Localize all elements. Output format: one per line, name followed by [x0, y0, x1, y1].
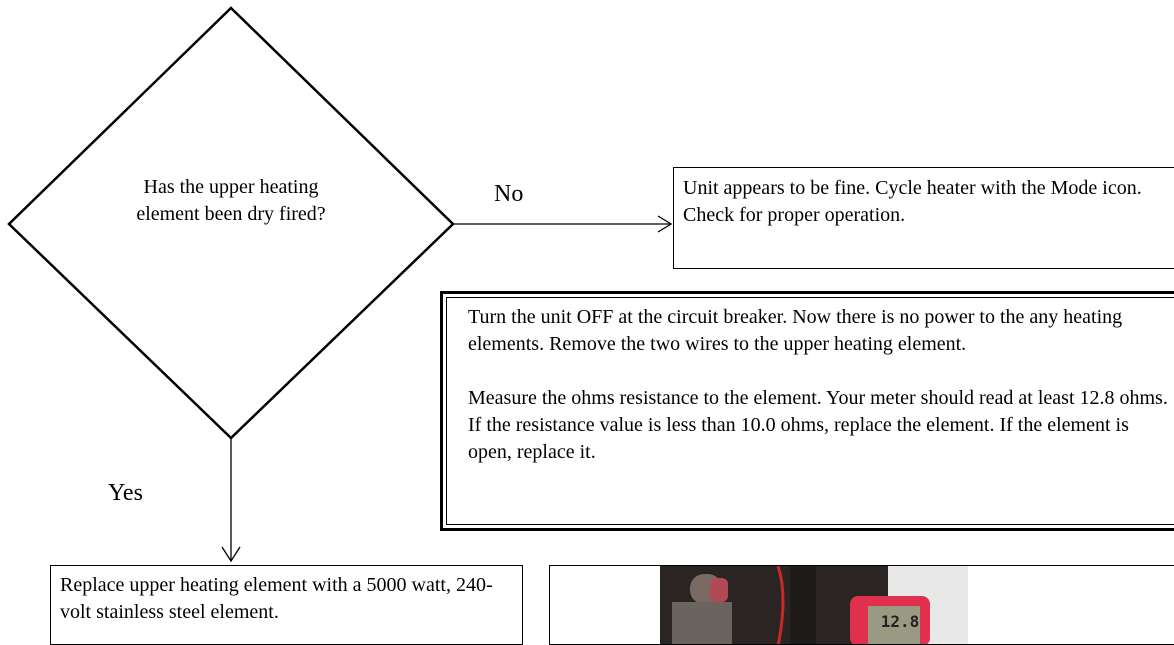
no-result-box: Unit appears to be fine. Cycle heater wi… — [673, 167, 1174, 269]
meter-display-reading: 12.8 — [881, 612, 920, 631]
instructions-box: Turn the unit OFF at the circuit breaker… — [440, 291, 1174, 531]
no-arrowhead — [657, 215, 673, 233]
yes-result-box: Replace upper heating element with a 500… — [50, 565, 523, 645]
instructions-paragraph-2: Measure the ohms resistance to the eleme… — [468, 387, 1168, 463]
decision-question: Has the upper heating element been dry f… — [136, 176, 326, 225]
meter-photo-image: 12.8 — [550, 566, 1174, 644]
instructions-paragraph-1: Turn the unit OFF at the circuit breaker… — [468, 306, 1123, 355]
meter-photo: 12.8 — [549, 565, 1174, 645]
yes-result-text: Replace upper heating element with a 500… — [60, 574, 493, 623]
instructions-inner: Turn the unit OFF at the circuit breaker… — [446, 297, 1174, 525]
yes-branch-label: Yes — [108, 480, 143, 506]
yes-arrowhead — [221, 546, 241, 563]
no-result-text: Unit appears to be fine. Cycle heater wi… — [683, 177, 1142, 226]
no-branch-label: No — [494, 181, 524, 207]
